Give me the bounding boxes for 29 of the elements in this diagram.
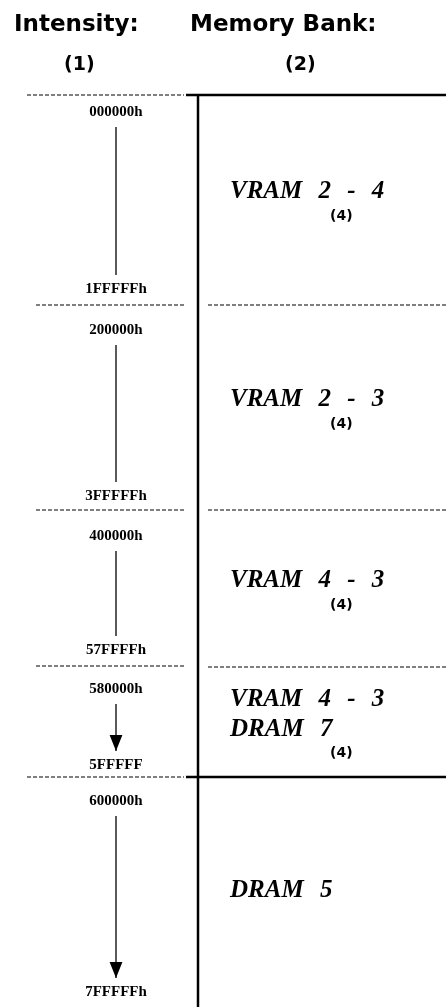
address-label: 1FFFFFh: [83, 278, 149, 299]
address-label: 600000h: [87, 790, 145, 811]
callout-number: (4): [330, 413, 353, 433]
address-label: 57FFFFh: [84, 639, 148, 660]
address-label: 000000h: [87, 101, 145, 122]
range-line: [115, 126, 117, 276]
column-heading: Intensity:: [14, 10, 139, 36]
callout-number: (1): [64, 52, 95, 74]
arrow: [109, 703, 123, 752]
address-label: 3FFFFFh: [83, 485, 149, 506]
bank-name: VRAM 2 - 3: [230, 382, 385, 413]
bank-name: VRAM 4 - 3: [230, 683, 385, 713]
bank-name: DRAM 7: [230, 713, 333, 743]
bank-name: VRAM 2 - 4: [230, 175, 385, 205]
address-label: 200000h: [87, 319, 145, 340]
arrow: [109, 815, 123, 979]
range-line: [115, 550, 117, 637]
address-label: 7FFFFFh: [83, 981, 149, 1002]
address-label: 5FFFFF: [87, 754, 145, 775]
range-line: [115, 344, 117, 483]
callout-number: (4): [330, 743, 353, 761]
callout-number: (4): [330, 206, 353, 225]
address-label: 580000h: [87, 678, 145, 699]
address-label: 400000h: [87, 525, 145, 546]
column-heading: Memory Bank:: [190, 10, 377, 36]
callout-number: (4): [330, 594, 353, 614]
callout-number: (2): [285, 52, 316, 74]
bank-name: DRAM 5: [230, 874, 333, 904]
bank-name: VRAM 4 - 3: [230, 563, 385, 594]
